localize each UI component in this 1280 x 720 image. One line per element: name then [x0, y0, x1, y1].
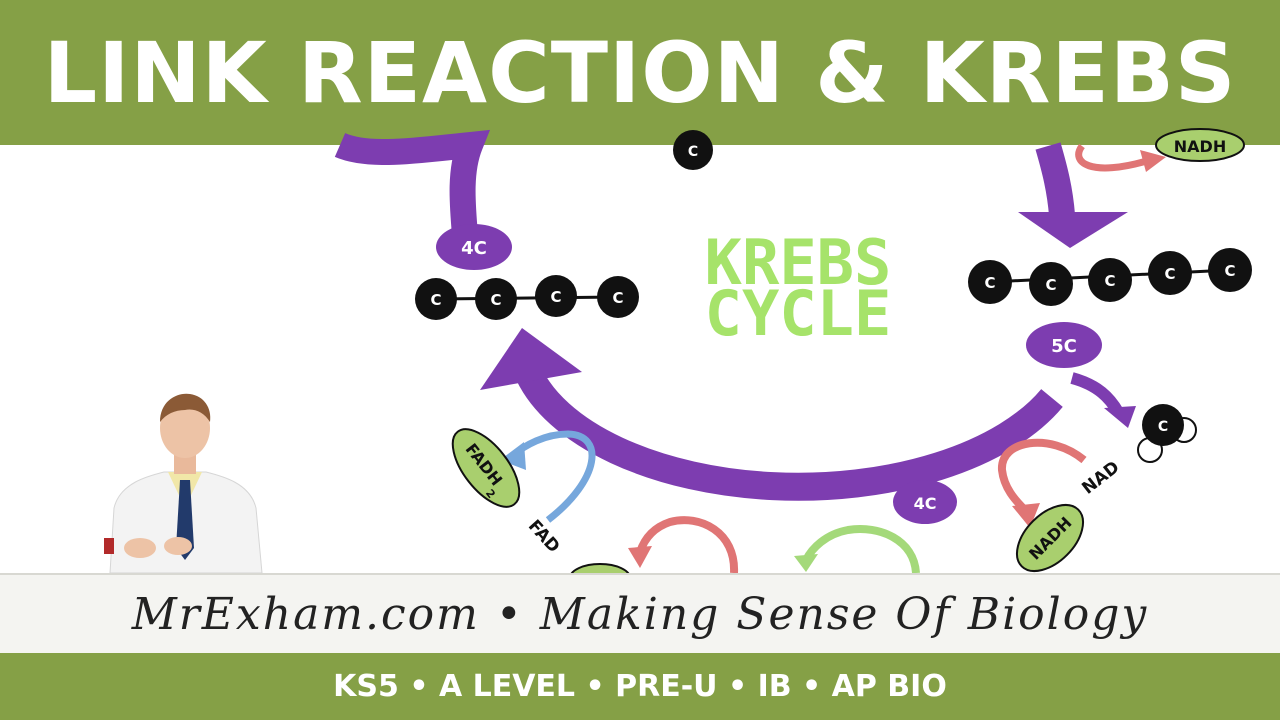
carbon-atom-label: C — [1045, 276, 1056, 294]
co2-molecule: C — [1137, 404, 1197, 463]
carbon-atom-label: C — [430, 291, 441, 309]
krebs-cycle-label-line2: CYCLE — [705, 277, 892, 350]
carbon-atom-label: C — [1158, 419, 1168, 435]
partial-coenzyme-bottom — [570, 563, 630, 573]
carbon-atom-label: C — [1104, 272, 1115, 290]
main-cycle-arc — [480, 328, 1063, 501]
top-carbon-atom: C — [673, 130, 713, 170]
five-carbon-chain: C C C C C — [968, 248, 1252, 306]
compound-4c-bottom: 4C — [893, 480, 957, 524]
carbon-atom-label: C — [612, 289, 623, 307]
nadh-top-group: NADH — [1075, 128, 1245, 172]
fadh2-group: FADH 2 FAD — [451, 428, 596, 557]
nadh-bottom-group: NADH NAD — [998, 438, 1123, 572]
compound-4c-left: 4C — [436, 224, 512, 270]
page-title: LINK REACTION & KREBS — [43, 24, 1237, 122]
carbon-atom-label: C — [1164, 265, 1175, 283]
nad-label: NAD — [1078, 457, 1123, 498]
top-left-cycle-arc — [334, 129, 491, 237]
krebs-cycle-diagram: 4C 5C 4C KREBS CYCLE C C C C C C C C C — [334, 128, 1252, 573]
title-banner: LINK REACTION & KREBS — [0, 0, 1280, 145]
bottom-green-arrow — [794, 525, 920, 573]
levels-bar: KS5 • A LEVEL • PRE-U • IB • AP BIO — [0, 653, 1280, 720]
nadh-top-label: NADH — [1174, 137, 1226, 156]
presenter-figure — [104, 393, 263, 573]
co2-release-arrow — [1070, 372, 1136, 428]
compound-4c-left-label: 4C — [461, 238, 487, 259]
carbon-atom-label: C — [550, 288, 561, 306]
top-right-cycle-arrow — [1018, 142, 1128, 248]
carbon-atom-label: C — [688, 144, 698, 160]
carbon-atom-label: C — [1224, 262, 1235, 280]
carbon-atom-label: C — [984, 274, 995, 292]
tagline-bar: MrExham.com • Making Sense Of Biology — [0, 573, 1280, 655]
tagline-text: MrExham.com • Making Sense Of Biology — [131, 589, 1149, 640]
compound-5c-label: 5C — [1051, 336, 1077, 357]
krebs-cycle-label-line1: KREBS — [705, 226, 892, 299]
levels-text: KS5 • A LEVEL • PRE-U • IB • AP BIO — [333, 669, 947, 704]
compound-5c: 5C — [1026, 322, 1102, 368]
carbon-atom-label: C — [490, 291, 501, 309]
bottom-red-arrow — [628, 516, 739, 573]
four-carbon-chain: C C C C — [415, 275, 639, 320]
fad-label: FAD — [524, 516, 564, 557]
compound-4c-bottom-label: 4C — [914, 494, 937, 513]
